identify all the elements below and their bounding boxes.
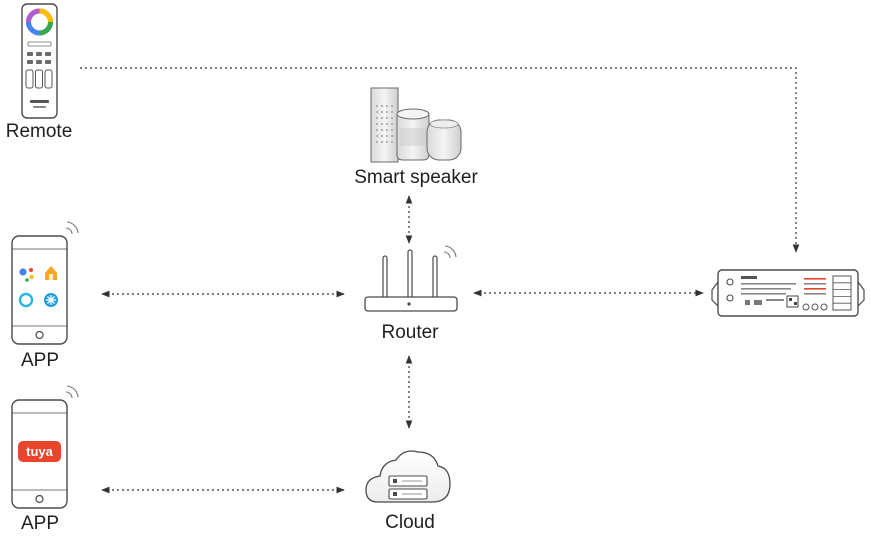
cloud-label: Cloud <box>385 512 435 533</box>
app-tuya-label: APP <box>20 513 60 534</box>
remote-label: Remote <box>5 121 73 142</box>
app-smart-home-label: APP <box>20 350 60 371</box>
phone-smart-home-icon <box>11 221 79 345</box>
google-assistant-icon <box>19 268 34 282</box>
smartthings-icon <box>44 293 58 307</box>
router-label: Router <box>381 322 439 343</box>
router-icon <box>364 245 458 312</box>
tuya-logo-text: tuya <box>26 444 54 459</box>
smart-speaker-label: Smart speaker <box>354 167 478 188</box>
homekit-icon <box>45 266 57 280</box>
alexa-icon <box>18 292 34 308</box>
remote-control-icon <box>21 3 58 119</box>
connector-remote-controller <box>80 67 800 253</box>
cloud-icon <box>365 450 451 503</box>
led-controller-icon <box>711 269 865 317</box>
tuya-logo-icon: tuya <box>18 441 61 462</box>
smart-speaker-icon <box>370 87 462 163</box>
